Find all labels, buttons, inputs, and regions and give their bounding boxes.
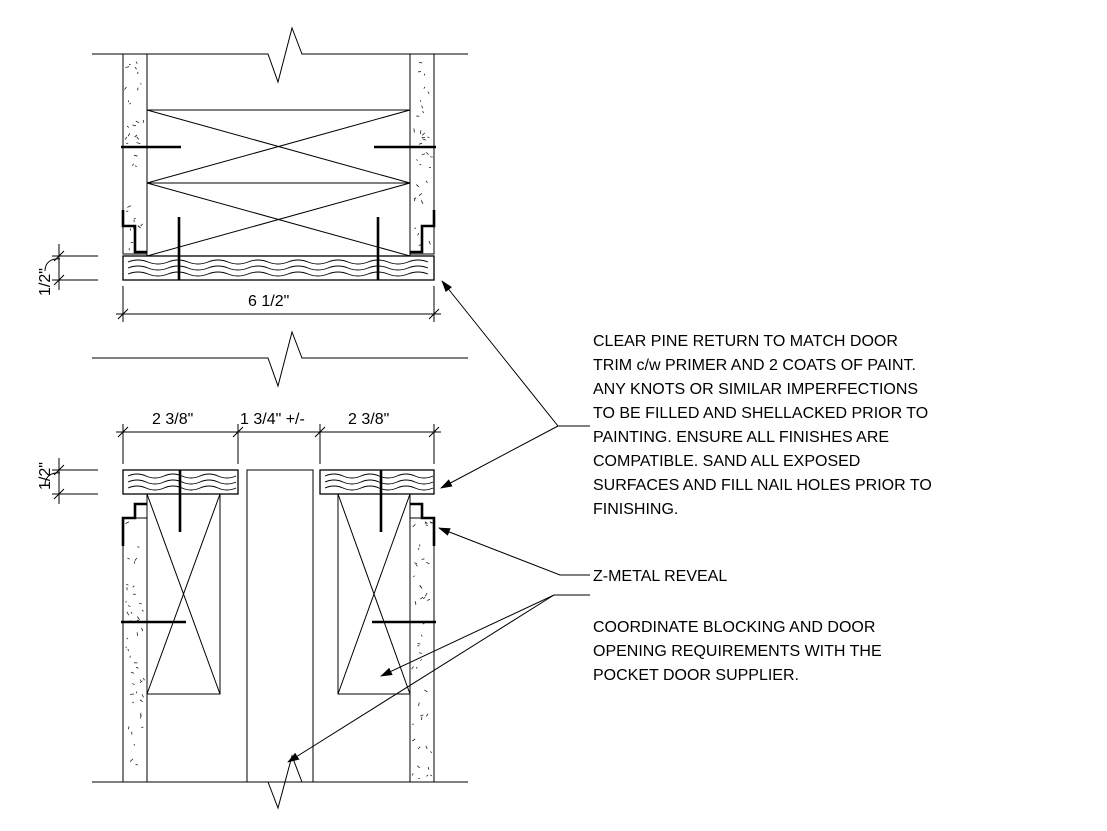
note-line: TO BE FILLED AND SHELLACKED PRIOR TO — [593, 405, 928, 422]
note-line: Z-METAL REVEAL — [593, 568, 727, 585]
jamb-blocking-left — [146, 493, 221, 695]
leader-lines — [287, 280, 590, 763]
dim-trim-thickness-top: 1/2" — [37, 268, 54, 296]
z-metal-left-top — [121, 210, 147, 254]
dim-pocket-gap: 1 3/4" +/- — [240, 411, 305, 428]
blocking-cross-lower — [146, 182, 411, 257]
z-metal-right-top — [410, 210, 436, 254]
head-section-detail: 1/2" 6 1/2" — [37, 26, 468, 388]
dim-jamb-left: 2 3/8" — [152, 411, 193, 428]
pine-return-board — [122, 255, 435, 281]
note-line: POCKET DOOR SUPPLIER. — [593, 667, 799, 684]
note-line: COORDINATE BLOCKING AND DOOR — [593, 619, 875, 636]
note-line: FINISHING. — [593, 501, 678, 518]
dim-leader-top — [44, 258, 61, 272]
jamb-cross-left — [146, 493, 221, 695]
dim-jamb-right: 2 3/8" — [348, 411, 389, 428]
note-coordinate: COORDINATE BLOCKING AND DOOR OPENING REQ… — [593, 619, 882, 684]
break-line-bottom — [92, 754, 468, 810]
trim-board-right — [319, 469, 435, 495]
dim-leader-bottom — [44, 472, 61, 486]
dim-line-vertical-bottom — [52, 458, 98, 504]
dim-trim-thickness-bottom: 1/2" — [37, 462, 54, 490]
wood-grain-bottom — [127, 473, 434, 491]
drywall-speckle-pattern — [124, 61, 434, 780]
note-clear-pine: CLEAR PINE RETURN TO MATCH DOOR TRIM c/w… — [593, 333, 932, 518]
dim-line-return-width — [116, 286, 441, 322]
leader-coordinate-to-blocking — [380, 594, 590, 677]
note-line: COMPATIBLE. SAND ALL EXPOSED — [593, 453, 860, 470]
note-z-metal: Z-METAL REVEAL — [593, 568, 727, 585]
wood-grain-top — [127, 259, 429, 277]
dim-line-vertical-top — [52, 244, 98, 290]
break-line-top — [92, 26, 468, 84]
drywall-right-bottom — [409, 517, 435, 783]
blocking-cross-upper — [146, 109, 411, 184]
jamb-section-detail: 2 3/8" 1 3/4" +/- 2 3/8" 1/2" — [37, 411, 468, 810]
note-line: PAINTING. ENSURE ALL FINISHES ARE — [593, 429, 889, 446]
note-line: TRIM c/w PRIMER AND 2 COATS OF PAINT. — [593, 357, 916, 374]
z-metal-left-bottom — [121, 502, 147, 546]
drywall-left-top — [122, 53, 148, 255]
pocket-door-opening — [246, 469, 314, 783]
note-line: ANY KNOTS OR SIMILAR IMPERFECTIONS — [593, 381, 918, 398]
note-line: OPENING REQUIREMENTS WITH THE — [593, 643, 882, 660]
dim-return-width: 6 1/2" — [248, 293, 289, 310]
z-metal-right-bottom — [410, 502, 436, 546]
note-line: CLEAR PINE RETURN TO MATCH DOOR — [593, 333, 898, 350]
leader-coordinate-to-opening — [287, 594, 555, 763]
break-line-middle — [92, 330, 468, 388]
leader-clear-pine-to-bottom — [440, 425, 559, 489]
note-line: SURFACES AND FILL NAIL HOLES PRIOR TO — [593, 477, 932, 494]
jamb-cross-right — [337, 493, 411, 695]
drywall-left-bottom — [122, 517, 148, 783]
jamb-blocking-right — [337, 493, 411, 695]
leader-z-metal — [438, 527, 590, 576]
drywall-right-top — [409, 53, 435, 255]
dim-line-jamb — [116, 424, 441, 464]
leader-clear-pine-to-top — [441, 280, 590, 427]
